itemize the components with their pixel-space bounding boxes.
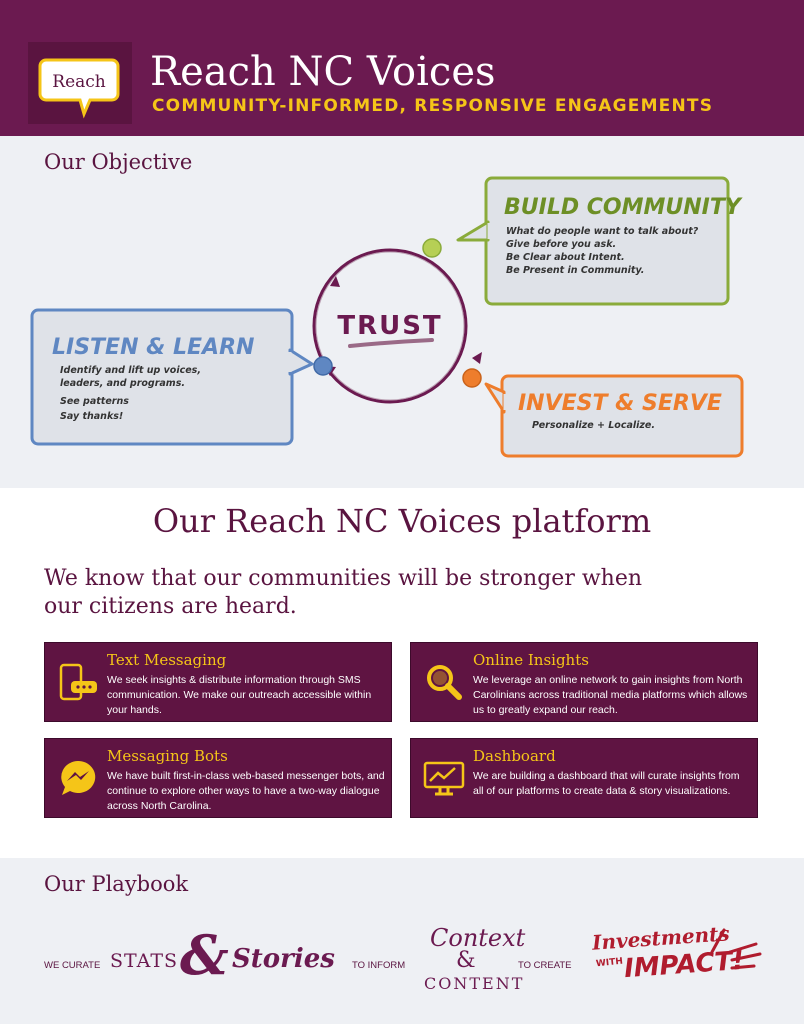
listen-dot xyxy=(313,356,333,376)
page-title: Reach NC Voices xyxy=(150,49,496,95)
reach-logo: Reach xyxy=(28,42,132,124)
playbook-heading: Our Playbook xyxy=(44,872,189,896)
to-create-label: TO CREATE xyxy=(518,960,572,971)
card-title: Online Insights xyxy=(473,651,589,669)
tagline: COMMUNITY-INFORMED, RESPONSIVE ENGAGEMEN… xyxy=(152,96,714,116)
monitor-chart-icon xyxy=(423,761,465,796)
stories-word: Stories xyxy=(232,944,335,974)
build-title: BUILD COMMUNITY xyxy=(504,195,743,220)
listen-line: Say thanks! xyxy=(60,411,123,422)
build-line: Give before you ask. xyxy=(506,239,616,250)
card-title: Messaging Bots xyxy=(107,747,228,765)
objective-section: Our Objective TRUST BUILD COMMUNITY What… xyxy=(0,136,804,488)
listen-line: See patterns xyxy=(60,396,129,407)
objective-heading: Our Objective xyxy=(44,150,193,174)
card-text-messaging: Text Messaging We seek insights & distri… xyxy=(44,642,392,722)
build-line: What do people want to talk about? xyxy=(506,226,699,237)
platform-title: Our Reach NC Voices platform xyxy=(152,502,652,540)
cycle-arrow-icon xyxy=(472,352,482,364)
card-text: We seek insights & distribute informatio… xyxy=(107,674,372,716)
magnifier-icon xyxy=(427,665,462,700)
trust-diagram: TRUST BUILD COMMUNITY What do people wan… xyxy=(30,176,744,458)
build-dot xyxy=(422,238,442,258)
card-title: Text Messaging xyxy=(107,651,227,669)
messenger-icon xyxy=(61,760,96,795)
card-messaging-bots: Messaging Bots We have built first-in-cl… xyxy=(44,738,392,818)
trust-label: TRUST xyxy=(337,311,442,341)
card-text: We have built first-in-class web-based m… xyxy=(107,770,385,812)
we-curate-label: WE CURATE xyxy=(44,960,101,971)
invest-dot xyxy=(462,368,482,388)
listen-line: leaders, and programs. xyxy=(60,378,185,389)
context-ampersand: & xyxy=(456,948,476,973)
ampersand: & xyxy=(180,923,229,987)
invest-line: Personalize + Localize. xyxy=(532,420,655,431)
playbook-section: Our Playbook xyxy=(0,858,804,1024)
stats-word: STATS xyxy=(110,950,179,972)
cycle-arrow-icon xyxy=(330,276,340,287)
card-text: We are building a dashboard that will cu… xyxy=(473,770,740,797)
logo-text: Reach xyxy=(52,72,106,92)
card-dashboard: Dashboard We are building a dashboard th… xyxy=(410,738,758,818)
platform-subtitle: We know that our communities will be str… xyxy=(44,566,643,619)
build-line: Be Present in Community. xyxy=(506,265,644,276)
card-online-insights: Online Insights We leverage an online ne… xyxy=(410,642,758,722)
invest-title: INVEST & SERVE xyxy=(518,391,722,416)
to-inform-label: TO INFORM xyxy=(352,960,406,971)
emphasis-strokes-icon xyxy=(710,928,762,970)
phone-chat-icon xyxy=(59,663,97,701)
listen-line: Identify and lift up voices, xyxy=(60,365,201,376)
context-word: Context xyxy=(430,924,526,952)
content-word: CONTENT xyxy=(424,974,525,993)
build-line: Be Clear about Intent. xyxy=(506,252,625,263)
header-banner: Reach Reach NC Voices COMMUNITY-INFORMED… xyxy=(0,0,804,136)
card-title: Dashboard xyxy=(473,747,556,765)
listen-title: LISTEN & LEARN xyxy=(52,335,254,360)
card-text: We leverage an online network to gain in… xyxy=(473,674,748,716)
